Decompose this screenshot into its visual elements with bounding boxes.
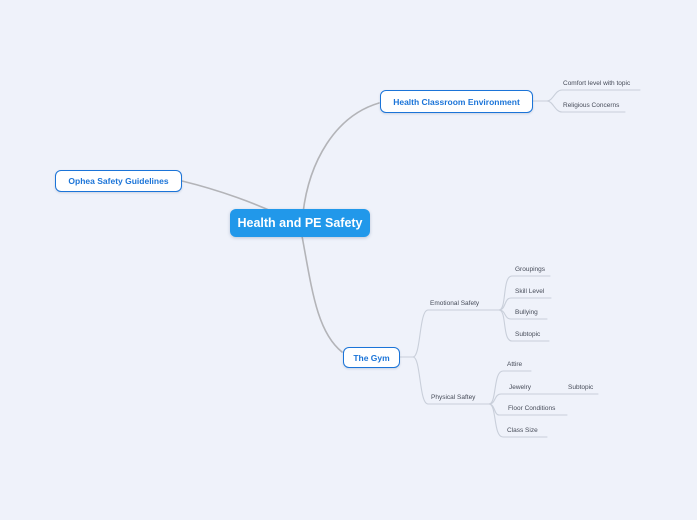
- node-subtopic-emotional[interactable]: Subtopic: [515, 331, 541, 338]
- line-comfort-level: [546, 89, 641, 102]
- root-node-health-pe-safety[interactable]: Health and PE Safety: [230, 209, 370, 237]
- node-subtopic-jewelry[interactable]: Subtopic: [568, 384, 594, 391]
- node-attire[interactable]: Attire: [507, 361, 523, 368]
- node-comfort-level-with-topic[interactable]: Comfort level with topic: [563, 80, 631, 87]
- line-class-size: [488, 403, 548, 438]
- node-groupings[interactable]: Groupings: [515, 266, 545, 273]
- node-bullying[interactable]: Bullying: [515, 309, 538, 316]
- node-the-gym[interactable]: The Gym: [343, 347, 400, 368]
- node-skill-level[interactable]: Skill Level: [515, 288, 545, 295]
- line-emotional-safety: [412, 309, 500, 358]
- node-religious-concerns[interactable]: Religious Concerns: [563, 102, 620, 109]
- node-jewelry[interactable]: Jewelry: [509, 384, 532, 391]
- branch-line-health-classroom: [302, 102, 380, 214]
- node-health-classroom-environment[interactable]: Health Classroom Environment: [380, 90, 533, 113]
- line-subtopic-emotional: [498, 309, 550, 342]
- node-ophea-safety-guidelines[interactable]: Ophea Safety Guidelines: [55, 170, 182, 192]
- branch-line-the-gym: [301, 235, 343, 353]
- line-attire: [488, 370, 532, 405]
- node-floor-conditions[interactable]: Floor Conditions: [508, 405, 556, 412]
- line-groupings: [498, 275, 551, 311]
- node-class-size[interactable]: Class Size: [507, 427, 538, 434]
- line-physical-saftey: [412, 356, 490, 405]
- node-emotional-safety[interactable]: Emotional Safety: [430, 300, 480, 307]
- node-physical-saftey[interactable]: Physical Saftey: [431, 394, 476, 401]
- line-religious-concerns: [546, 100, 626, 113]
- line-skill-level: [498, 297, 552, 311]
- line-jewelry-subtopic: [488, 393, 599, 405]
